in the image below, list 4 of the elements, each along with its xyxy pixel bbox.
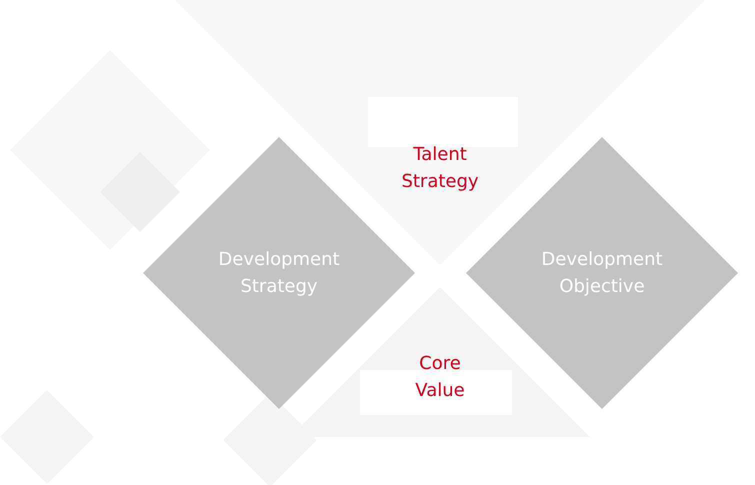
node-label: Development Objective: [527, 246, 677, 300]
node-label: Core Value: [400, 350, 480, 404]
node-label: Talent Strategy: [385, 141, 495, 195]
node-label: Development Strategy: [204, 246, 354, 300]
